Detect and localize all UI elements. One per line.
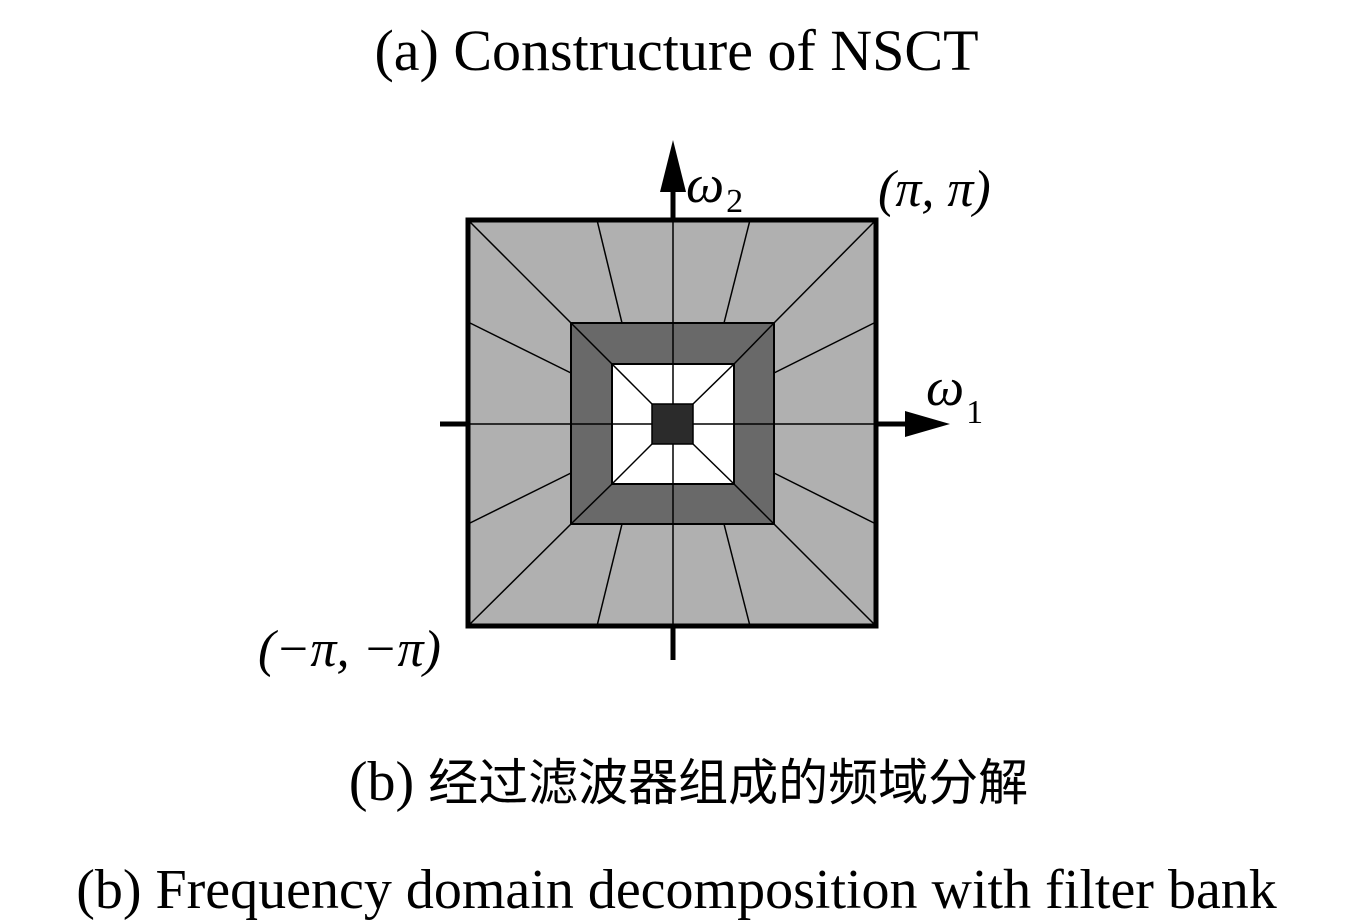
corner-label-top-right: (π, π) — [878, 161, 991, 218]
partition-line — [467, 523, 572, 627]
partition-line — [570, 483, 613, 525]
caption-b-prefix: (b) — [348, 751, 415, 813]
corner-label-bottom-left: (−π, −π) — [258, 621, 441, 678]
caption-a: (a) Constructure of NSCT — [374, 18, 979, 83]
caption-b-chinese-text: 经过滤波器组成的频域分解 — [428, 754, 1029, 812]
partition-line — [467, 321, 572, 374]
partition-line — [723, 219, 751, 324]
partition-line — [596, 523, 623, 627]
partition-line — [692, 443, 735, 485]
outer-band-partition-lines — [467, 219, 877, 627]
lowpass-center-square — [651, 403, 694, 445]
partition-line — [733, 322, 775, 365]
partition-line — [692, 363, 735, 405]
partition-line — [596, 219, 623, 324]
partition-line — [773, 219, 877, 324]
omega1-arrowhead — [905, 411, 950, 437]
caption-b-english: (b) Frequency domain decomposition with … — [76, 859, 1277, 921]
partition-line — [611, 363, 653, 405]
axis-extensions — [440, 188, 910, 660]
omega2-arrowhead — [660, 140, 686, 192]
partition-line — [467, 219, 572, 324]
inner-band-partition-lines — [611, 363, 735, 485]
partition-line — [570, 322, 613, 365]
partition-line — [733, 483, 775, 525]
middle-band-partition-lines — [570, 322, 775, 525]
partition-line — [773, 321, 877, 374]
partition-line — [611, 443, 653, 485]
omega1-subscript: 1 — [966, 394, 983, 431]
partition-line — [723, 523, 751, 627]
partition-line — [467, 472, 572, 525]
partition-line — [773, 523, 877, 627]
omega1-label: ω1 — [926, 357, 983, 431]
partition-line — [773, 472, 877, 525]
omega2-subscript: 2 — [726, 183, 743, 220]
caption-b-chinese: (b) 经过滤波器组成的频域分解 — [12, 754, 1353, 810]
omega2-label: ω2 — [686, 154, 743, 220]
